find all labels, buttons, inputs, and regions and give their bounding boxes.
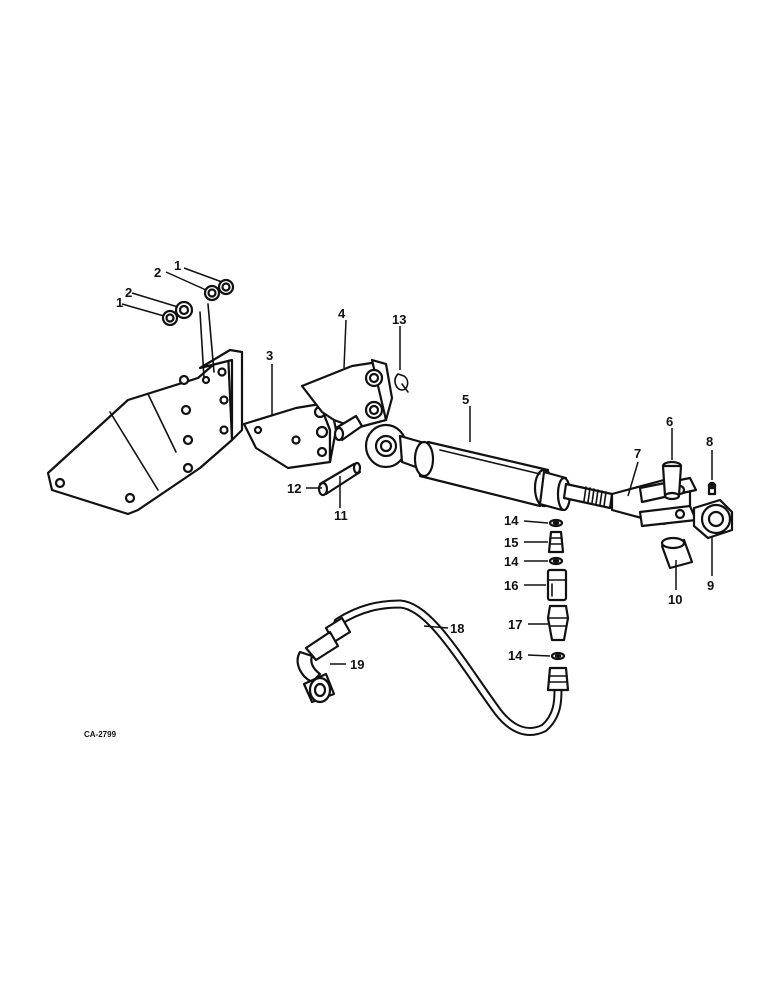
- o-ring-top: [548, 518, 564, 528]
- o-ring-middle: [548, 556, 564, 566]
- washer-2b: [203, 284, 221, 302]
- cylinder-bracket: [300, 358, 394, 430]
- hydraulic-cylinder: [364, 423, 614, 512]
- hairpin-clip: [394, 373, 409, 393]
- callout-15: 15: [504, 535, 518, 550]
- bracket-pin: [333, 414, 364, 442]
- adapter-fitting: [547, 530, 565, 554]
- o-ring-bottom: [550, 651, 566, 661]
- callout-labels: 1 2 2 1 3 4 5 6 7 8 9 10 11 12 13 14 15 …: [116, 258, 714, 672]
- snap-ring-1b: [217, 278, 235, 296]
- leader-lines: [121, 267, 713, 665]
- callout-13: 13: [392, 312, 406, 327]
- clevis: [610, 476, 698, 528]
- mounting-bracket: [46, 303, 244, 516]
- pivot-block: [692, 498, 734, 540]
- elbow-adapter: [546, 604, 570, 642]
- callout-19: 19: [350, 657, 364, 672]
- callout-8: 8: [706, 434, 713, 449]
- callout-10: 10: [668, 592, 682, 607]
- callout-14: 14: [504, 554, 519, 569]
- washer-2a: [174, 300, 194, 320]
- callout-18: 18: [450, 621, 464, 636]
- snap-ring-1a: [161, 309, 179, 327]
- callout-11: 11: [334, 508, 348, 523]
- callout-17: 17: [508, 617, 522, 632]
- callout-4: 4: [338, 306, 346, 321]
- callout-12: 12: [287, 481, 301, 496]
- callout-7: 7: [634, 446, 641, 461]
- diagram-code: CA-2799: [84, 730, 117, 739]
- callout-9: 9: [707, 578, 714, 593]
- callout-16: 16: [504, 578, 518, 593]
- callout-5: 5: [462, 392, 469, 407]
- callout-14: 14: [508, 648, 523, 663]
- elbow-fitting: [296, 630, 340, 704]
- check-valve: [546, 568, 568, 602]
- callout-14: 14: [504, 513, 519, 528]
- callout-2: 2: [154, 265, 161, 280]
- anchor-plate: [242, 398, 338, 470]
- callout-1: 1: [116, 295, 123, 310]
- bushing: [660, 536, 694, 570]
- callout-3: 3: [266, 348, 273, 363]
- grease-fitting: [707, 481, 717, 496]
- callout-1: 1: [174, 258, 181, 273]
- callout-2: 2: [125, 285, 132, 300]
- callout-6: 6: [666, 414, 673, 429]
- hydraulic-tube: [324, 599, 570, 736]
- clevis-pin: [661, 460, 683, 501]
